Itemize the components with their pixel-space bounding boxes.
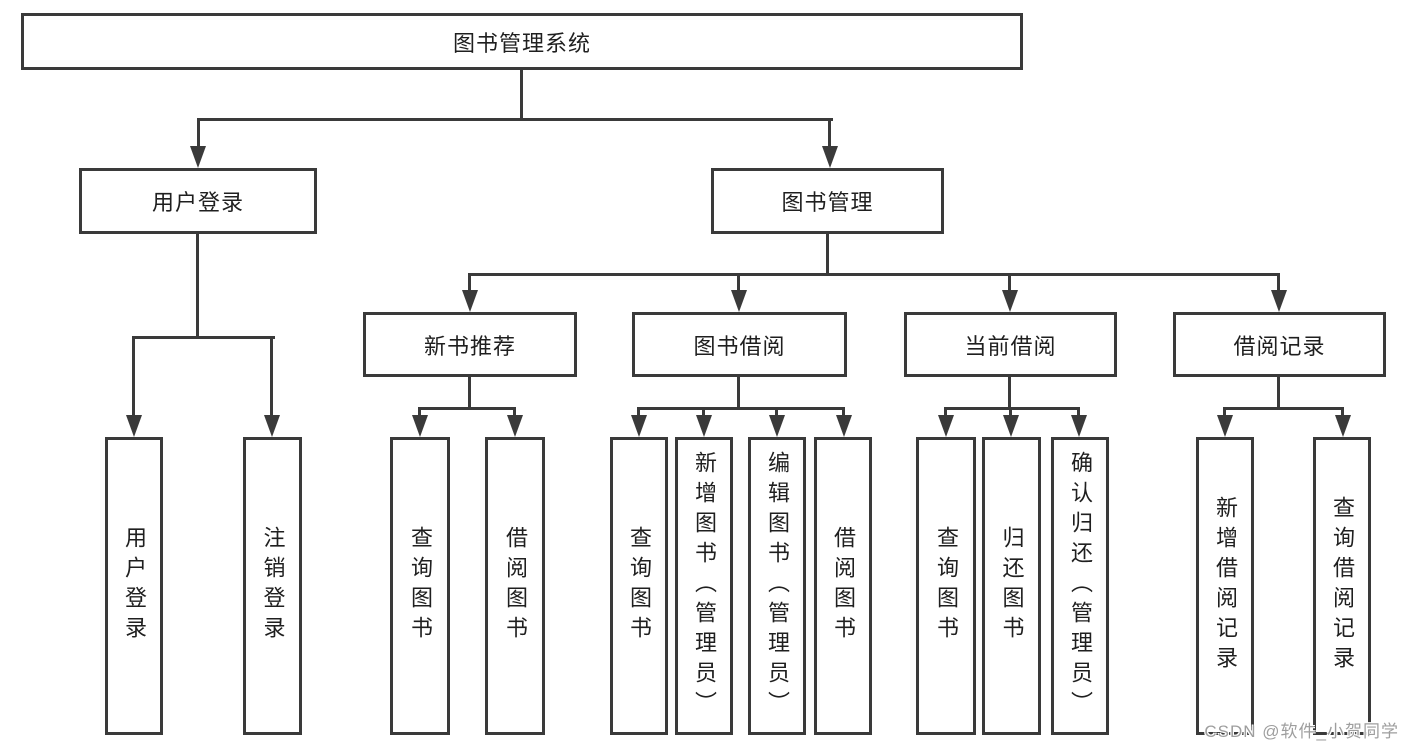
node-user-login: 用户登录 [79,168,317,234]
arrow-leaf-user-login [126,415,142,437]
arrow-leaf-logout [264,415,280,437]
arrow-user-login [190,146,206,168]
arrow-book-mgmt [822,146,838,168]
arrow-borrow-record [1271,290,1287,312]
arrow-leaf-borrow-book-2 [836,415,852,437]
arrow-leaf-query-book-1 [412,415,428,437]
leaf-return-book: 归还图书 [982,437,1041,735]
arrow-leaf-add-book [696,415,712,437]
connector-new-book-rec-stem [468,377,471,410]
connector-drop-book-borrow [737,273,740,292]
connector-book-borrow-stem [737,377,740,410]
connector-book-mgmt-branch [468,273,1280,276]
leaf-query-record: 查询借阅记录 [1313,437,1371,735]
leaf-edit-book: 编辑图书（管理员） [748,437,806,735]
arrow-new-book-rec [462,290,478,312]
connector-drop [637,407,640,419]
arrow-leaf-query-record [1335,415,1351,437]
leaf-query-book-2: 查询图书 [610,437,668,735]
arrow-leaf-confirm-return [1071,415,1087,437]
node-new-book-rec: 新书推荐 [363,312,577,377]
leaf-query-book-3: 查询图书 [916,437,976,735]
leaf-user-login: 用户登录 [105,437,163,735]
leaf-query-book-1: 查询图书 [390,437,450,735]
node-root: 图书管理系统 [21,13,1023,70]
connector-book-borrow-branch [637,407,845,410]
connector-drop-leaf-logout [270,336,273,417]
connector-drop [1009,407,1012,419]
connector-drop [1077,407,1080,419]
connector-drop [944,407,947,419]
connector-root-stem [520,70,523,121]
connector-drop [1341,407,1344,419]
connector-drop-new-book-rec [468,273,471,292]
arrow-current-borrow [1002,290,1018,312]
connector-drop-borrow-record [1277,273,1280,292]
leaf-borrow-book-1: 借阅图书 [485,437,545,735]
connector-drop [842,407,845,419]
node-book-borrow: 图书借阅 [632,312,847,377]
leaf-borrow-book-2: 借阅图书 [814,437,872,735]
leaf-confirm-return: 确认归还（管理员） [1051,437,1109,735]
node-current-borrow: 当前借阅 [904,312,1117,377]
connector-book-mgmt-stem [826,234,829,276]
connector-drop [513,407,516,419]
arrow-leaf-borrow-book-1 [507,415,523,437]
connector-user-login-branch [132,336,275,339]
arrow-book-borrow [731,290,747,312]
node-borrow-record: 借阅记录 [1173,312,1386,377]
leaf-add-record: 新增借阅记录 [1196,437,1254,735]
connector-borrow-record-stem [1277,377,1280,410]
leaf-add-book: 新增图书（管理员） [675,437,733,735]
connector-current-borrow-branch [944,407,1080,410]
connector-drop-current-borrow [1008,273,1011,292]
csdn-watermark: CSDN @软件_小贺同学 [1204,722,1399,741]
connector-drop-book-mgmt [828,118,831,148]
connector-drop [418,407,421,419]
connector-root-branch [197,118,833,121]
arrow-leaf-add-record [1217,415,1233,437]
connector-drop [1223,407,1226,419]
arrow-leaf-query-book-3 [938,415,954,437]
arrow-leaf-return-book [1003,415,1019,437]
connector-drop-leaf-user-login [132,336,135,417]
connector-drop [775,407,778,419]
connector-drop-user-login [197,118,200,148]
connector-drop [702,407,705,419]
leaf-logout: 注销登录 [243,437,302,735]
connector-user-login-stem [196,234,199,339]
arrow-leaf-edit-book [769,415,785,437]
arrow-leaf-query-book-2 [631,415,647,437]
node-book-mgmt: 图书管理 [711,168,944,234]
connector-new-book-rec-branch [418,407,516,410]
connector-borrow-record-branch [1223,407,1344,410]
connector-current-borrow-stem [1008,377,1011,410]
